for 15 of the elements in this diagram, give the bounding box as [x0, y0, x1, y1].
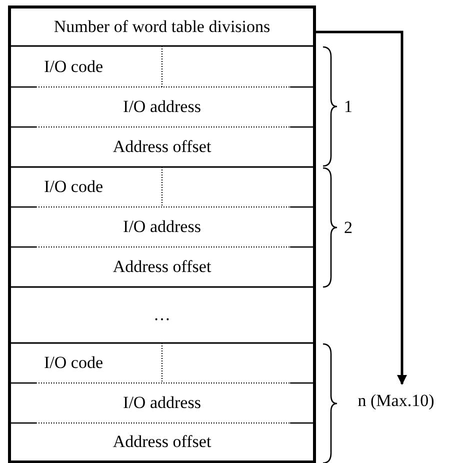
group-count-label: n (Max.10)	[358, 391, 434, 411]
field-name: Address offset	[112, 432, 212, 452]
group-number: 1	[344, 96, 352, 116]
field-name: I/O code	[43, 353, 104, 373]
field-name: Number of word table divisions	[54, 17, 270, 37]
field-name: I/O address	[123, 393, 201, 413]
field-name: I/O code	[43, 56, 104, 76]
group-number: 2	[344, 218, 352, 238]
field-name: I/O address	[123, 217, 201, 237]
field-name: I/O address	[123, 97, 201, 117]
field-name: I/O code	[43, 177, 104, 197]
field-name: Address offset	[112, 257, 212, 277]
ellipsis: …	[154, 305, 170, 325]
arrow	[314, 30, 407, 385]
field-name: Address offset	[112, 137, 212, 157]
